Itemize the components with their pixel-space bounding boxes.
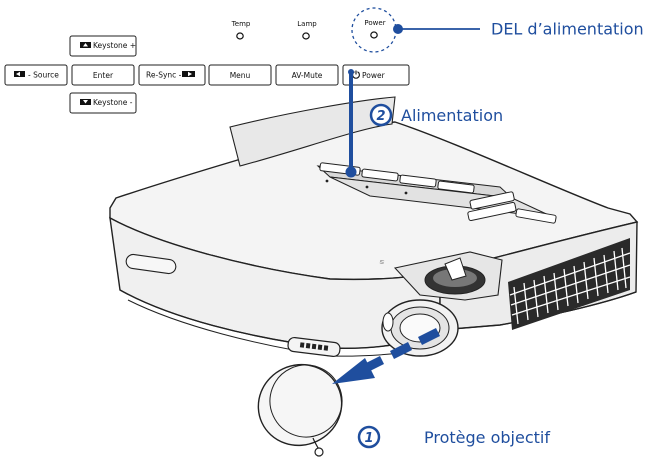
power-led-label: Power [364, 19, 385, 27]
front-slot [125, 253, 177, 275]
top-key-4 [437, 180, 475, 194]
projector: ||| [109, 96, 639, 358]
menu-key: Menu [208, 64, 272, 86]
temp-led [236, 32, 244, 40]
ventilation-grille [508, 238, 631, 330]
source-label: - Source [28, 71, 59, 80]
callout-dot [345, 166, 357, 178]
remove-lens-cap-arrow [332, 327, 441, 384]
step-1-number: 1 [364, 431, 373, 446]
step-1-callout: 1 Protège objectif [357, 425, 550, 449]
lamp-led-label: Lamp [297, 20, 317, 28]
step-2-badge [369, 103, 393, 127]
power-led-callout: DEL d’alimentation [393, 20, 644, 39]
step-2-callout: 2 Alimentation [369, 103, 503, 127]
lens-cap [257, 363, 343, 457]
power-button-callout-line [345, 69, 357, 178]
elevator-button [287, 336, 341, 358]
keypad: Keystone + - Source Enter Re-Sync - Menu [4, 35, 410, 114]
power-led-highlight-circle [351, 7, 397, 53]
top-key-center [467, 201, 517, 222]
source-key: - Source [4, 64, 68, 86]
keystone-up-key: Keystone + [69, 35, 137, 57]
svg-text:|||: ||| [379, 259, 385, 264]
av-mute-label: AV-Mute [292, 71, 323, 80]
power-key: Power [342, 64, 410, 86]
top-key-up [469, 191, 515, 210]
menu-label: Menu [230, 71, 251, 80]
step-2-number: 2 [376, 109, 385, 124]
resync-key: Re-Sync - [138, 64, 206, 86]
temp-led-label: Temp [231, 20, 251, 28]
step-1-label: Protège objectif [424, 428, 550, 447]
power-led [370, 31, 378, 39]
keystone-up-label: Keystone + [93, 41, 136, 50]
step-2-label: Alimentation [401, 106, 503, 125]
led-indicators: Temp Lamp Power [231, 7, 397, 53]
top-key-right [515, 208, 557, 224]
top-key-2 [361, 168, 399, 182]
power-label: Power [362, 71, 386, 80]
lamp-led [302, 32, 310, 40]
keystone-down-key: Keystone - [69, 92, 137, 114]
power-led-callout-label: DEL d’alimentation [491, 20, 644, 39]
lens [381, 299, 459, 357]
enter-key: Enter [71, 64, 135, 86]
top-control-panel [316, 162, 557, 224]
zoom-focus-assembly: ||| [379, 251, 503, 301]
av-mute-key: AV-Mute [275, 64, 339, 86]
resync-label: Re-Sync - [146, 71, 182, 80]
top-rear-panel [229, 96, 396, 167]
enter-label: Enter [93, 71, 114, 80]
keystone-down-label: Keystone - [93, 98, 133, 107]
step-1-badge [357, 425, 381, 449]
top-key-3 [399, 174, 437, 188]
